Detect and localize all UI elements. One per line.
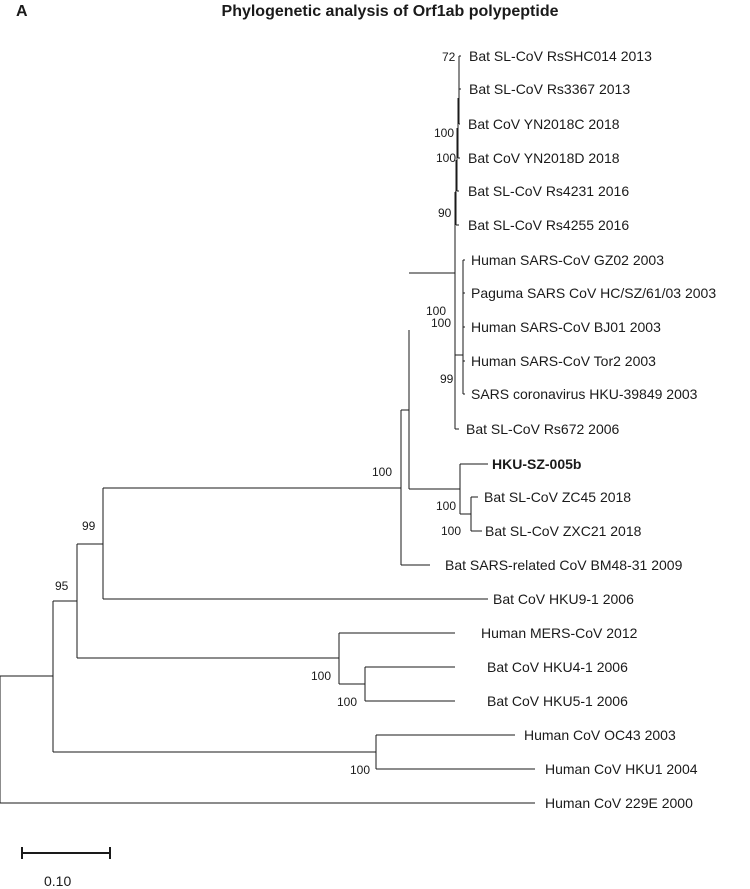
- taxon-label: Human CoV HKU1 2004: [545, 761, 698, 777]
- taxon-label: Human CoV OC43 2003: [524, 727, 676, 743]
- taxon-label: Bat CoV HKU4-1 2006: [487, 659, 628, 675]
- bootstrap-value: 100: [337, 695, 357, 709]
- taxon-label: SARS coronavirus HKU-39849 2003: [471, 386, 698, 402]
- scale-bar: 0.10: [21, 847, 111, 889]
- taxon-label: Paguma SARS CoV HC/SZ/61/03 2003: [471, 285, 716, 301]
- taxon-label: Human MERS-CoV 2012: [481, 625, 638, 641]
- taxon-label: Human SARS-CoV BJ01 2003: [471, 319, 661, 335]
- bootstrap-value: 99: [82, 519, 96, 533]
- bootstrap-value: 95: [55, 579, 69, 593]
- taxon-label: Bat SL-CoV Rs4255 2016: [468, 217, 629, 233]
- bootstrap-value: 100: [436, 499, 456, 513]
- tree-branches: [0, 55, 535, 804]
- scale-bar-label: 0.10: [44, 873, 71, 889]
- taxon-label-highlight: HKU-SZ-005b: [492, 456, 581, 472]
- taxon-label: Bat CoV YN2018C 2018: [468, 116, 620, 132]
- bootstrap-value: 90: [438, 206, 452, 220]
- bootstrap-value: 72: [442, 50, 456, 64]
- bootstrap-value: 100: [441, 524, 461, 538]
- taxon-label: Bat SARS-related CoV BM48-31 2009: [445, 557, 683, 573]
- taxon-label: Bat SL-CoV Rs3367 2013: [469, 81, 630, 97]
- taxon-label: Human SARS-CoV Tor2 2003: [471, 353, 656, 369]
- taxon-label: Bat SL-CoV Rs672 2006: [466, 421, 620, 437]
- bootstrap-value: 100: [431, 316, 451, 330]
- taxon-label: Human SARS-CoV GZ02 2003: [471, 252, 664, 268]
- taxon-label: Bat SL-CoV RsSHC014 2013: [469, 48, 652, 64]
- bootstrap-value: 100: [436, 151, 456, 165]
- bootstrap-value: 100: [311, 669, 331, 683]
- taxon-label: Bat CoV HKU5-1 2006: [487, 693, 628, 709]
- bootstrap-value: 100: [426, 304, 446, 318]
- taxon-label: Bat SL-CoV Rs4231 2016: [468, 183, 629, 199]
- taxon-label: Human CoV 229E 2000: [545, 795, 693, 811]
- panel-label: A: [16, 3, 28, 20]
- taxon-label: Bat CoV HKU9-1 2006: [493, 591, 634, 607]
- bootstrap-value: 100: [372, 465, 392, 479]
- bootstrap-value: 100: [350, 763, 370, 777]
- taxon-label: Bat SL-CoV ZXC21 2018: [485, 523, 642, 539]
- figure-title: Phylogenetic analysis of Orf1ab polypept…: [221, 3, 559, 20]
- taxon-label: Bat SL-CoV ZC45 2018: [484, 489, 631, 505]
- taxon-label: Bat CoV YN2018D 2018: [468, 150, 620, 166]
- bootstrap-value: 99: [440, 372, 454, 386]
- bootstrap-value: 100: [434, 126, 454, 140]
